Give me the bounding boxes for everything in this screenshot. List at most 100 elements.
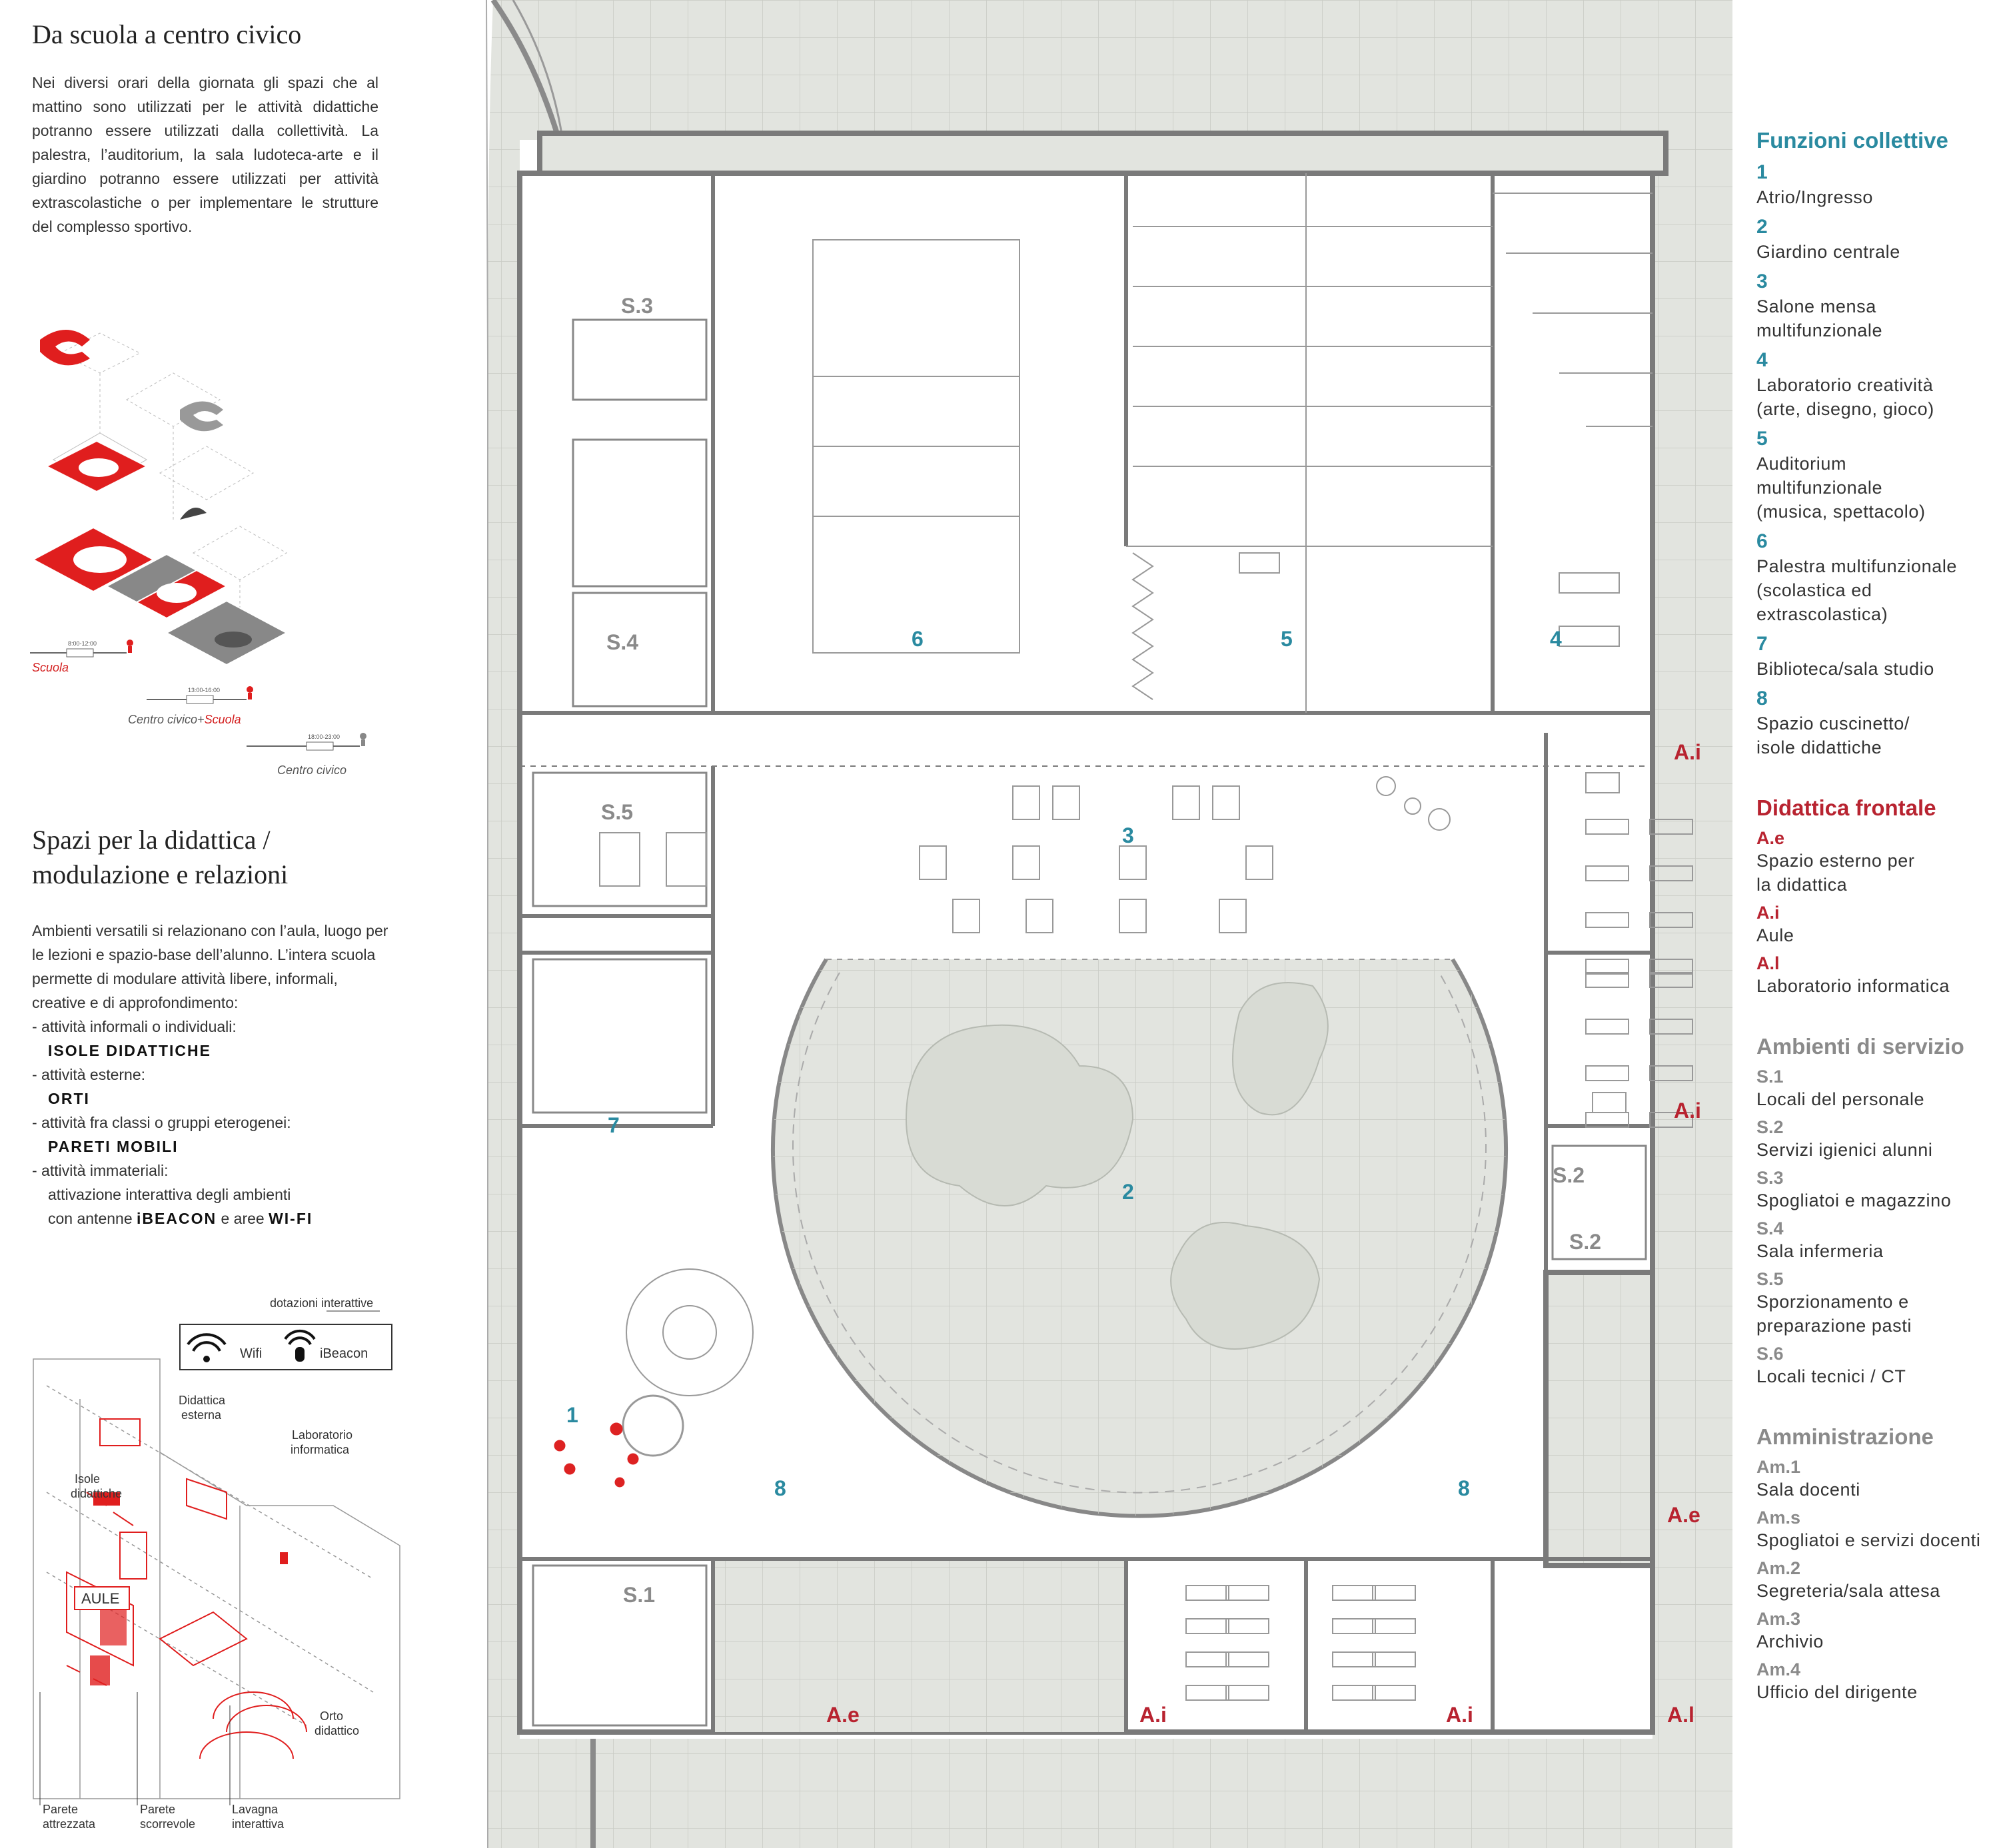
legend-servizio-num: S.2 bbox=[1756, 1117, 1784, 1137]
legend-amministrazione-text: Segreteria/sala attesa bbox=[1756, 1581, 1940, 1601]
desk bbox=[1649, 1112, 1693, 1128]
label-s2b: S.2 bbox=[1569, 1230, 1601, 1254]
legend-collettive-num: 4 bbox=[1756, 349, 1768, 371]
legend-servizio-text: Sala infermeria bbox=[1756, 1241, 1884, 1261]
desk bbox=[1585, 1019, 1629, 1035]
axonometric-drawing: dotazioni interattive Wifi iBeacon bbox=[33, 1296, 400, 1831]
desk bbox=[1649, 865, 1693, 881]
desk bbox=[1372, 1651, 1416, 1667]
label-al: A.l bbox=[1667, 1703, 1694, 1727]
label-ai4: A.i bbox=[1446, 1703, 1473, 1727]
legend-collettive-num: 2 bbox=[1756, 216, 1768, 238]
label-ai3: A.i bbox=[1139, 1703, 1167, 1727]
axonometric-diagram: dotazioni interattive Wifi iBeacon bbox=[27, 1292, 406, 1839]
legend-title-amministrazione: Amministrazione bbox=[1756, 1424, 1934, 1449]
legend-collettive-text: multifunzionale bbox=[1756, 478, 1883, 498]
legend-collettive-text: Giardino centrale bbox=[1756, 242, 1900, 262]
intro-paragraph: Nei diversi orari della giornata gli spa… bbox=[32, 74, 378, 235]
legend-collettive-num: 5 bbox=[1756, 428, 1768, 450]
legend-servizio-text: Spogliatoi e magazzino bbox=[1756, 1190, 1952, 1210]
bullet-4-ibeacon: iBEACON bbox=[137, 1210, 217, 1227]
bullet-2-bold: ORTI bbox=[48, 1090, 90, 1107]
bullet-3-bold: PARETI MOBILI bbox=[48, 1138, 179, 1155]
bullet-3-line: - attività fra classi o gruppi eterogene… bbox=[32, 1114, 291, 1131]
floor-plan-drawing: S.3 S.4 S.5 S.1 S.2 S.2 6 5 4 3 2 7 1 8 … bbox=[426, 0, 1759, 1848]
time-diagram-drawing: 8:00-12:00 13:00-16:00 18:00-23:00 bbox=[30, 330, 366, 751]
axo-didattica-a: Didattica bbox=[179, 1394, 226, 1407]
legend-title-collettive: Funzioni collettive bbox=[1756, 128, 1948, 153]
title-scuola-centro-civico: Da scuola a centro civico bbox=[32, 19, 302, 49]
legend-frontale-text: Spazio esterno per bbox=[1756, 851, 1915, 871]
bullet-3: - attività fra classi o gruppi eterogene… bbox=[32, 1111, 392, 1158]
desk bbox=[1225, 1685, 1269, 1701]
legend-frontale-text: Laboratorio informatica bbox=[1756, 976, 1950, 996]
axo-didattica-b: esterna bbox=[181, 1408, 222, 1422]
wifi-icon bbox=[187, 1333, 227, 1352]
desk bbox=[1332, 1651, 1376, 1667]
legend-collettive-text: multifunzionale bbox=[1756, 320, 1883, 340]
bullet-2-line: - attività esterne: bbox=[32, 1066, 146, 1083]
axo-parete-attrezzata-b: attrezzata bbox=[43, 1817, 96, 1831]
label-s5: S.5 bbox=[601, 800, 633, 824]
time-diagram: 8:00-12:00 13:00-16:00 18:00-23:00 Scuol… bbox=[27, 320, 400, 786]
desk bbox=[1585, 819, 1629, 835]
legend-amministrazione-text: Sala docenti bbox=[1756, 1480, 1860, 1500]
label-ai2: A.i bbox=[1674, 1099, 1701, 1123]
axo-parete-scorrevole-b: scorrevole bbox=[140, 1817, 195, 1831]
legend-collettive-num: 7 bbox=[1756, 633, 1768, 655]
label-8a: 8 bbox=[774, 1476, 786, 1500]
floor-plan: S.3 S.4 S.5 S.1 S.2 S.2 6 5 4 3 2 7 1 8 … bbox=[426, 0, 1759, 1848]
desk bbox=[1585, 1112, 1629, 1128]
label-ae1: A.e bbox=[826, 1703, 860, 1727]
bullet-4-line: - attività immateriali: bbox=[32, 1162, 169, 1179]
legend-collettive-text: Biblioteca/sala studio bbox=[1756, 659, 1934, 679]
axo-lavagna-b: interattiva bbox=[232, 1817, 285, 1831]
legend-collettive-text: Laboratorio creatività bbox=[1756, 375, 1934, 395]
desk bbox=[1185, 1685, 1229, 1701]
axo-parete-scorrevole-a: Parete bbox=[140, 1803, 175, 1816]
label-7: 7 bbox=[608, 1113, 620, 1137]
time1-label: 8:00-12:00 bbox=[68, 640, 97, 647]
caption-scuola-part: Scuola bbox=[204, 713, 241, 726]
label-ai1: A.i bbox=[1674, 740, 1701, 764]
desk bbox=[1649, 819, 1693, 835]
legend-collettive-text: (scolastica ed extrascolastica) bbox=[1756, 580, 1888, 624]
legend-amministrazione-text: Archivio bbox=[1756, 1631, 1824, 1651]
desk bbox=[1372, 1685, 1416, 1701]
title-spazi-line2: modulazione e relazioni bbox=[32, 859, 289, 889]
legend-collettive-text: Spazio cuscinetto/ bbox=[1756, 713, 1910, 733]
bullet-1: - attività informali o individuali: ISOL… bbox=[32, 1015, 392, 1063]
legend-collettive-text: isole didattiche bbox=[1756, 737, 1882, 757]
desk bbox=[1225, 1618, 1269, 1634]
desk bbox=[1185, 1618, 1229, 1634]
time2-label: 13:00-16:00 bbox=[188, 687, 220, 693]
bullet-4-pre: con antenne bbox=[48, 1210, 137, 1227]
desk bbox=[1585, 1065, 1629, 1081]
legend-frontale-num: A.e bbox=[1756, 828, 1785, 848]
desk bbox=[1332, 1618, 1376, 1634]
intro-section: Da scuola a centro civico Nei diversi or… bbox=[32, 19, 378, 238]
ibeacon-label: iBeacon bbox=[320, 1346, 368, 1361]
bullet-1-line: - attività informali o individuali: bbox=[32, 1018, 237, 1035]
legend-amministrazione-num: Am.1 bbox=[1756, 1457, 1801, 1477]
legend-servizio-text: Locali del personale bbox=[1756, 1089, 1925, 1109]
bullet-2: - attività esterne: ORTI bbox=[32, 1063, 392, 1111]
desk bbox=[1185, 1585, 1229, 1601]
caption-centro-civico: Centro civico bbox=[277, 763, 347, 777]
axo-isole-b: didattiche bbox=[71, 1487, 122, 1500]
label-2: 2 bbox=[1122, 1180, 1134, 1204]
desk bbox=[1225, 1651, 1269, 1667]
wifi-label: Wifi bbox=[240, 1346, 262, 1361]
legend-servizio-num: S.5 bbox=[1756, 1269, 1784, 1289]
legend-frontale-text: Aule bbox=[1756, 925, 1794, 945]
legend-amministrazione-text: Spogliatoi e servizi docenti bbox=[1756, 1530, 1981, 1550]
label-s3: S.3 bbox=[621, 294, 653, 318]
legend-servizio-num: S.6 bbox=[1756, 1344, 1784, 1364]
bullet-1-bold: ISOLE DIDATTICHE bbox=[48, 1042, 211, 1059]
desk bbox=[1585, 912, 1629, 928]
legend-amministrazione-num: Am.3 bbox=[1756, 1609, 1801, 1629]
